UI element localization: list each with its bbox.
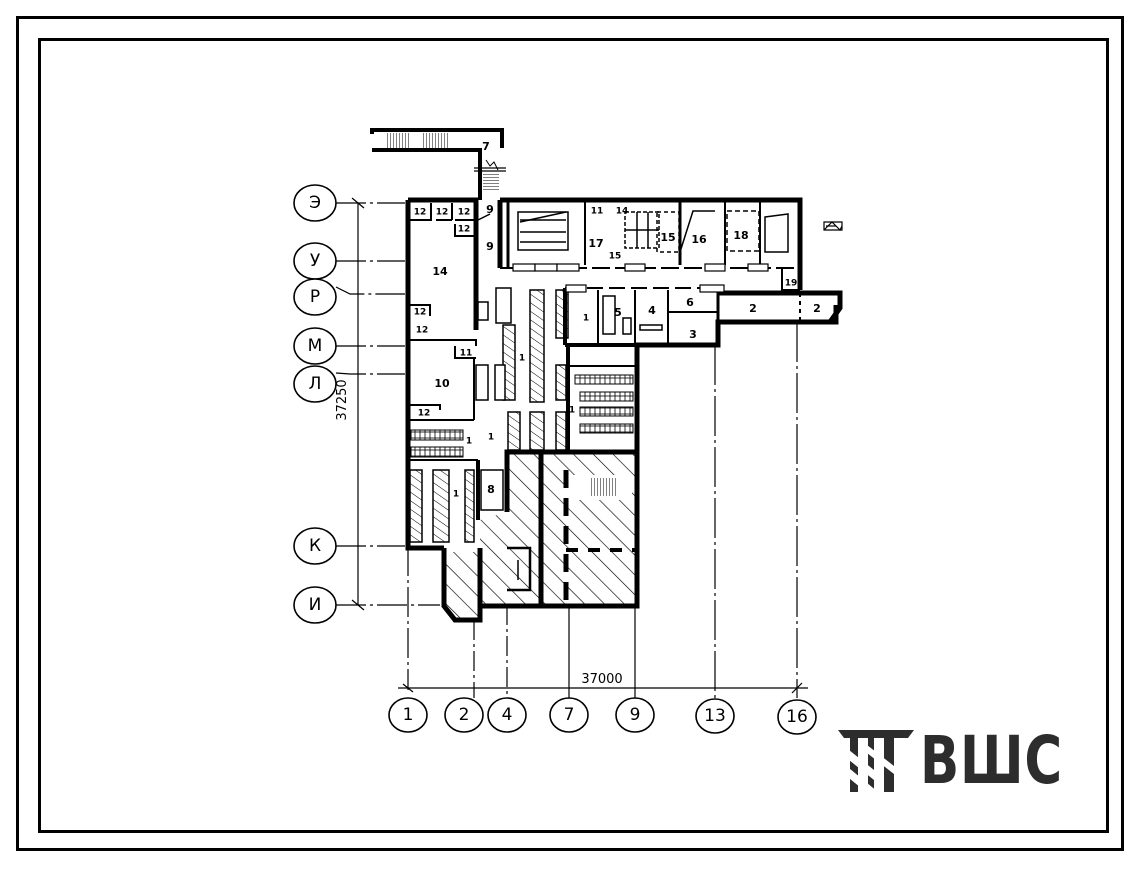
room-label: 1	[488, 433, 494, 443]
room-label: 16	[691, 233, 707, 246]
svg-text:Р: Р	[310, 287, 320, 307]
room-label: 5	[614, 306, 622, 319]
interior-walls	[408, 200, 801, 606]
room-label: 1	[519, 354, 525, 364]
dim-horizontal-text: 37000	[581, 672, 622, 687]
room-label: 8	[487, 483, 495, 496]
hatch-marker-icon	[823, 221, 843, 232]
entrance-stair	[370, 128, 506, 200]
svg-text:Л: Л	[309, 374, 322, 394]
logo-text: ВШС	[920, 722, 1063, 799]
svg-text:1: 1	[403, 705, 414, 725]
svg-text:И: И	[309, 595, 322, 615]
room-label: 17	[588, 237, 603, 250]
room-label: 12	[416, 326, 429, 336]
axis-bubble-Р: Р	[293, 278, 337, 316]
svg-text:Э: Э	[309, 193, 321, 213]
axis-bubble-13: 13	[695, 698, 735, 734]
room-label: 3	[689, 328, 697, 341]
shelving-racks	[409, 210, 789, 543]
outer-frame	[16, 16, 1124, 851]
room-label: 18	[733, 229, 748, 242]
axis-bubble-4: 4	[487, 697, 527, 733]
axis-bubble-У: У	[293, 242, 337, 280]
axis-bubble-К: К	[293, 527, 337, 565]
room-label: 14	[432, 265, 448, 278]
room-label: 6	[686, 296, 694, 309]
room-label: 15	[660, 231, 675, 244]
axis-bubble-7: 7	[549, 697, 589, 733]
axis-bubble-И: И	[293, 586, 337, 624]
room-label: 12	[418, 409, 431, 419]
room-label: 19	[785, 279, 798, 289]
axis-bubble-Л: Л	[293, 365, 337, 403]
svg-text:М: М	[308, 336, 323, 356]
inner-frame	[38, 38, 1109, 833]
room-label: 9	[486, 240, 494, 253]
room-label: 1	[466, 437, 472, 447]
room-labels: 12 12 12 12 9 9 14 12 12 11 10 12 1 1 1 …	[414, 140, 821, 500]
dimension-horizontal: 37000	[398, 672, 808, 694]
axis-bubble-16: 16	[777, 699, 817, 735]
axis-bubble-9: 9	[615, 697, 655, 733]
axis-bubble-М: М	[293, 327, 337, 365]
room-label: 14	[616, 207, 629, 217]
room-label: 4	[648, 304, 656, 317]
room-label: 1	[583, 314, 589, 324]
column-axes	[473, 322, 798, 698]
svg-text:У: У	[310, 251, 321, 271]
room-label: 2	[749, 302, 757, 315]
dim-vertical-text: 37250	[335, 379, 350, 420]
room-label: 11	[591, 207, 604, 217]
logo-mark-icon	[838, 730, 914, 792]
svg-text:9: 9	[630, 705, 641, 725]
room-label: 7	[482, 140, 490, 153]
svg-text:2: 2	[459, 705, 470, 725]
stair-icon	[590, 478, 616, 496]
room-label: 1	[453, 490, 459, 500]
svg-text:16: 16	[786, 707, 808, 727]
dimension-vertical: 37250	[335, 197, 365, 611]
axis-bubble-1: 1	[388, 697, 428, 733]
logo: ВШС	[838, 728, 1103, 794]
room-label: 15	[609, 252, 622, 262]
axis-bubble-Э: Э	[293, 184, 337, 222]
svg-text:К: К	[309, 536, 321, 556]
room-label: 9	[486, 203, 494, 216]
hatched-zone	[444, 452, 637, 618]
room-label: 12	[436, 208, 449, 218]
room-label: 10	[434, 377, 450, 390]
room-label: 2	[813, 302, 821, 315]
svg-text:13: 13	[704, 706, 726, 726]
room-label: 11	[460, 349, 473, 359]
svg-text:4: 4	[502, 705, 513, 725]
row-axes	[335, 202, 440, 690]
room-label: 12	[414, 208, 427, 218]
room-label: 12	[458, 208, 471, 218]
room-label: 12	[414, 308, 427, 318]
room-label: 1	[569, 406, 575, 416]
axis-bubble-2: 2	[444, 697, 484, 733]
svg-text:7: 7	[564, 705, 575, 725]
room-label: 12	[458, 225, 471, 235]
vent-symbols	[512, 263, 769, 293]
